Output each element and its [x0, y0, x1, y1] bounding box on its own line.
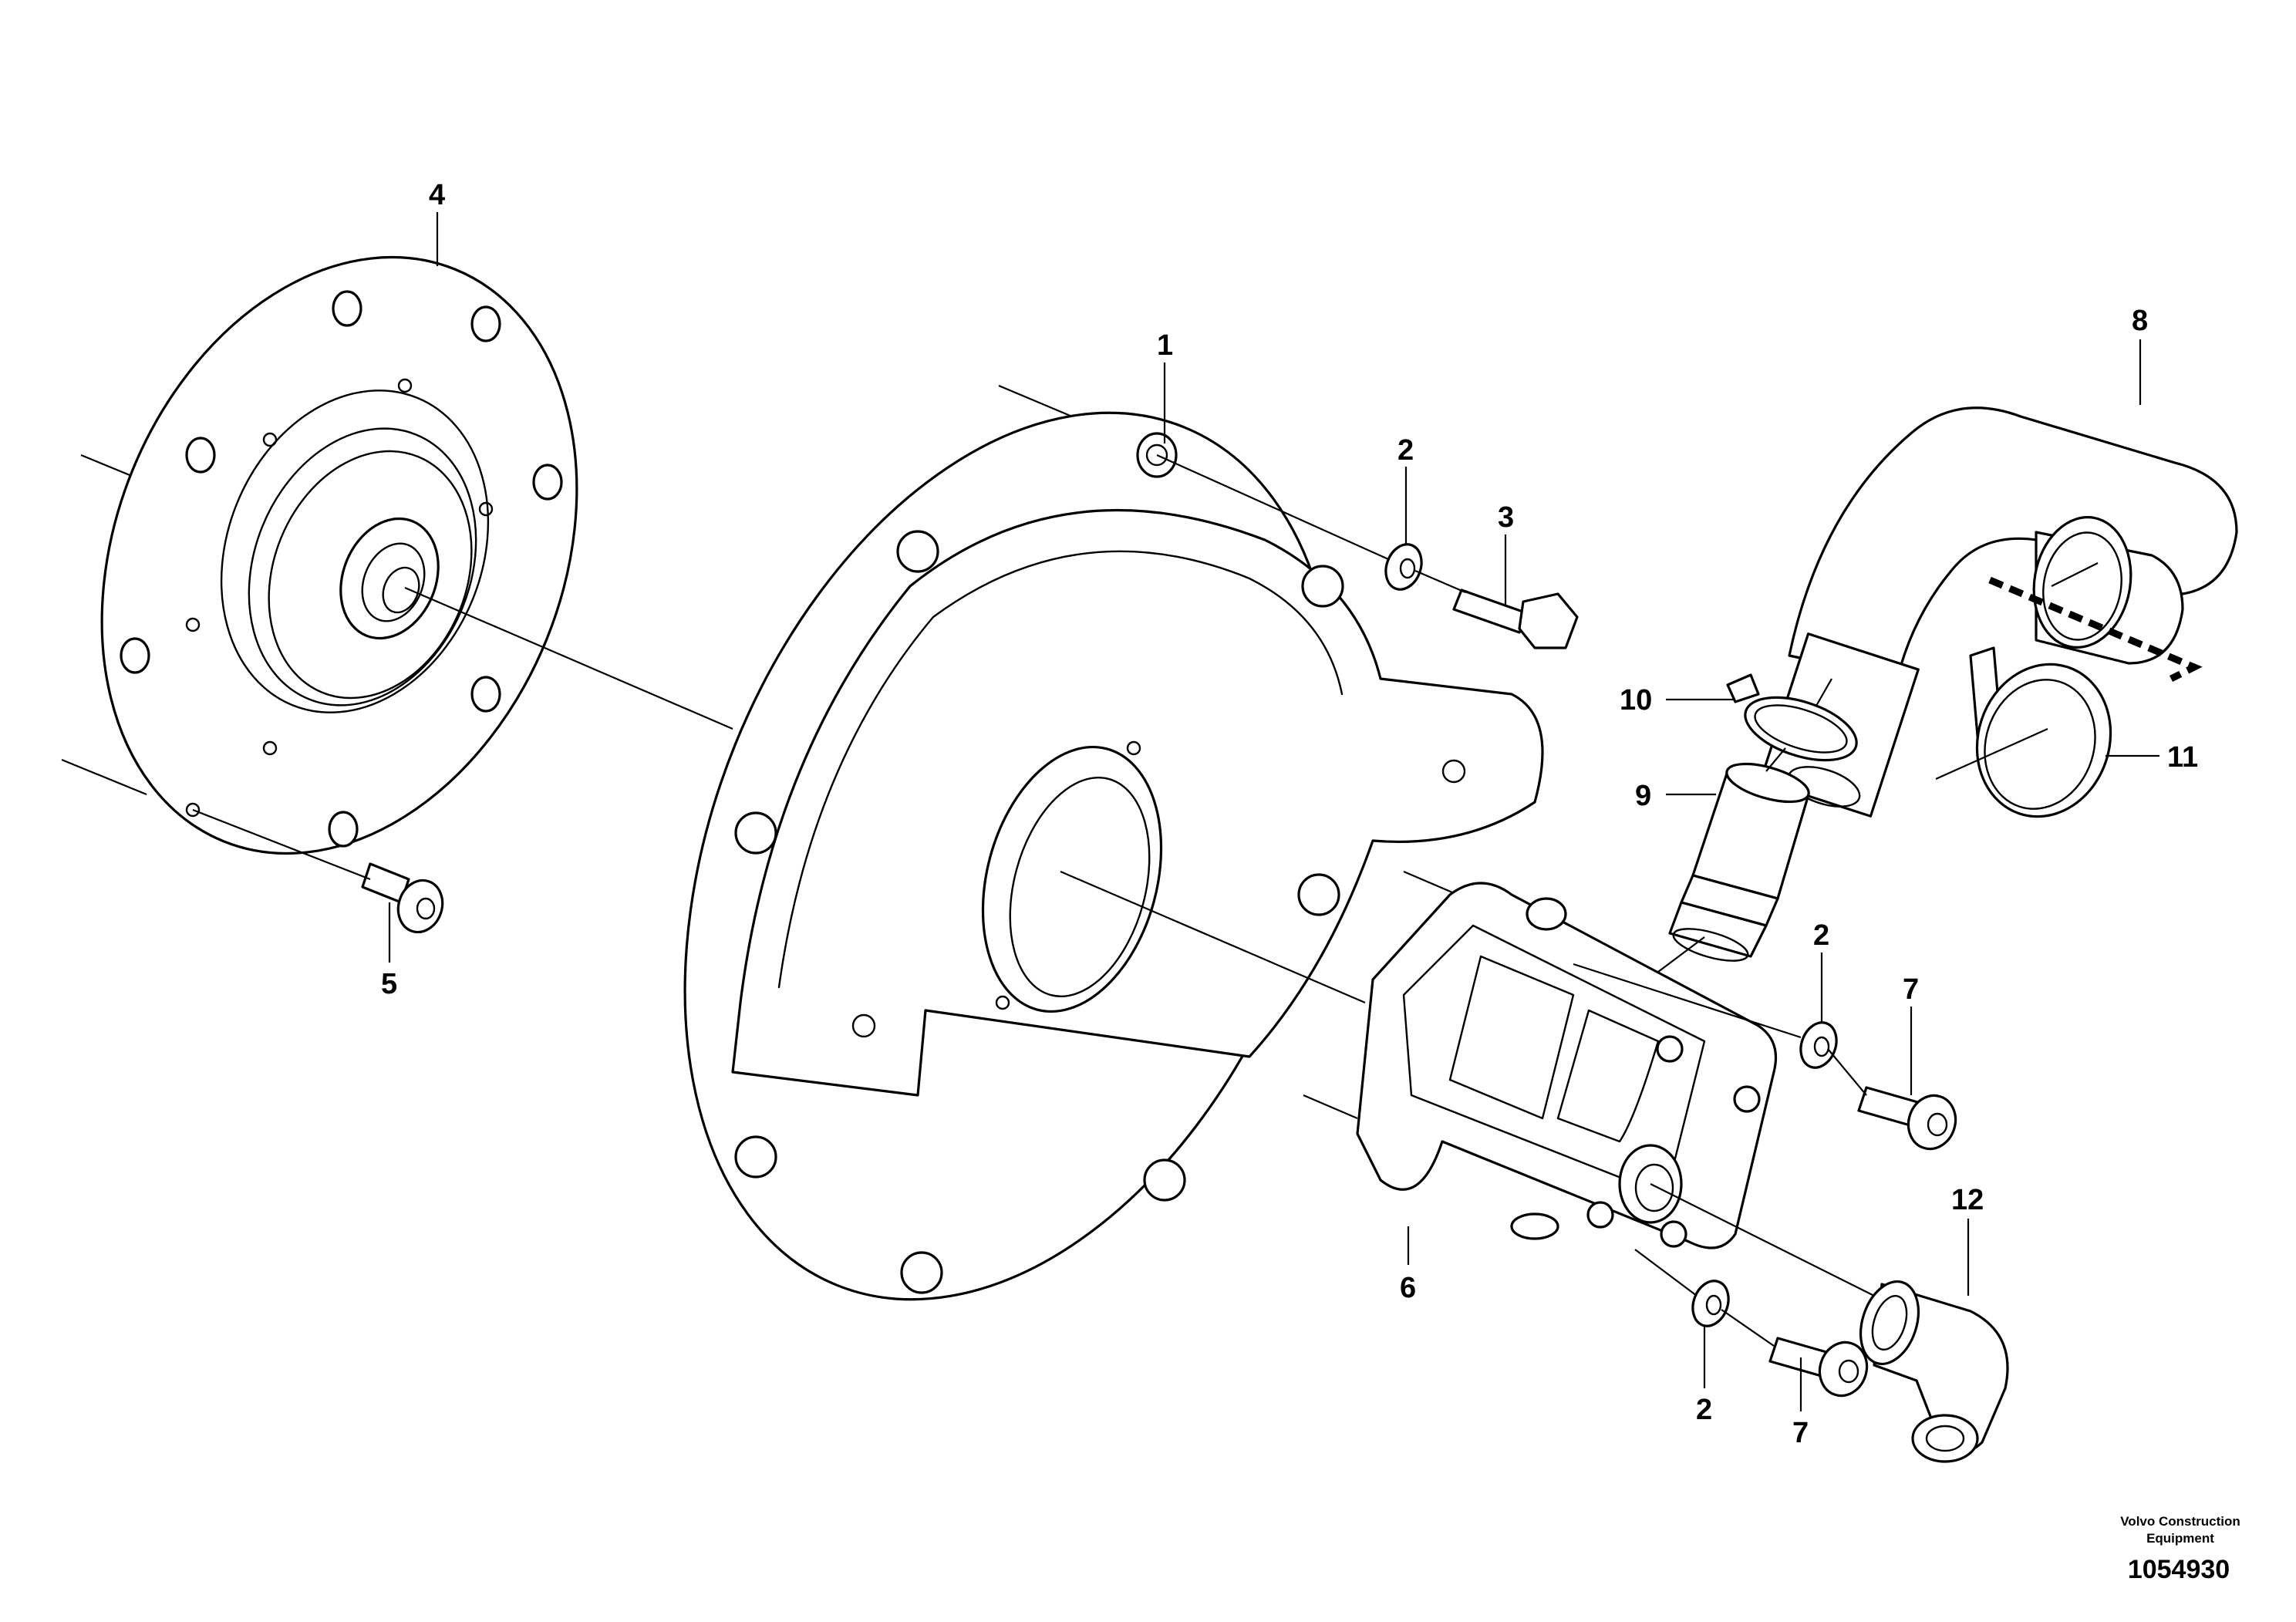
callout-10: 10 [1620, 684, 1652, 717]
credit-company-line2: Equipment [2146, 1531, 2214, 1546]
callout-3: 3 [1498, 501, 1514, 534]
callout-2-middle: 2 [1813, 919, 1829, 952]
callout-4: 4 [429, 179, 445, 211]
coupling-plate-part-4 [61, 255, 578, 855]
plate-stud-bolts [120, 290, 563, 848]
callout-2-top: 2 [1397, 434, 1414, 467]
credit-company: Volvo Construction [2120, 1514, 2240, 1529]
hydraulic-pump-part-6 [1303, 870, 1778, 1249]
callout-6: 6 [1400, 1272, 1416, 1304]
assembly-path [1988, 576, 2203, 683]
callout-9: 9 [1635, 780, 1651, 812]
callout-5: 5 [381, 968, 397, 1000]
elbow-fitting-part-12 [1859, 1280, 2009, 1463]
small-clamp-part-10 [1726, 673, 1858, 762]
callout-7-lower: 7 [1792, 1417, 1809, 1449]
callout-8: 8 [2132, 305, 2148, 337]
callout-leaders [388, 212, 2159, 1411]
adapter-part-9 [1668, 762, 1810, 962]
callout-numbers: 1 2 3 4 5 6 2 7 2 7 8 9 10 11 12 [381, 179, 2198, 1449]
callout-1: 1 [1157, 329, 1173, 362]
document-number: 1054930 [2128, 1555, 2230, 1584]
hex-bolt-part-3 [1452, 588, 1579, 649]
credit-block: Volvo Construction Equipment 1054930 [2120, 1514, 2240, 1584]
callout-2-bottom: 2 [1696, 1394, 1712, 1426]
hose-clamp-part-11 [1969, 646, 2112, 818]
assembly-centerlines [192, 454, 2099, 1347]
callout-12: 12 [1951, 1184, 1984, 1216]
callout-7-upper: 7 [1903, 973, 1919, 1006]
callout-11: 11 [2167, 741, 2198, 774]
bell-housing-part-1 [683, 384, 1544, 1301]
housing-flange-bolts [734, 530, 1344, 1294]
socket-screw-part-5 [361, 862, 444, 934]
